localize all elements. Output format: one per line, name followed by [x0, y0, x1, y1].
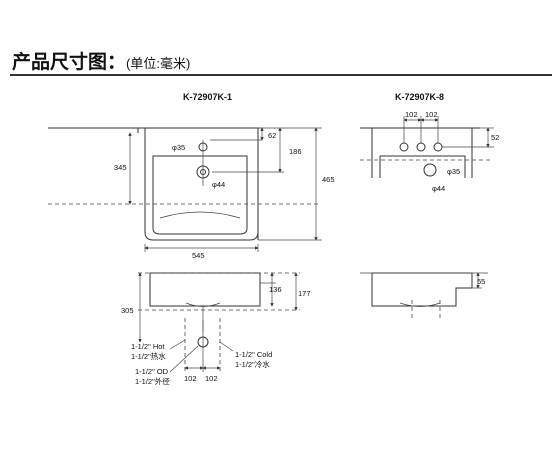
cold-supply-label-en: 1-1/2" Cold	[235, 350, 272, 359]
dim-186: 186	[289, 147, 302, 156]
faucet-hole-label: φ35	[172, 143, 185, 152]
model-label-right: K-72907K-8	[395, 92, 444, 102]
basin-elevation-right	[360, 272, 488, 318]
drain-hole-label: φ44	[212, 180, 225, 189]
drain-hole-icon	[423, 163, 437, 177]
hot-supply-label-cn: 1-1/2"热水	[131, 351, 166, 361]
drain-hole-label-right: φ44	[432, 184, 445, 193]
tap-hole-label-right: φ35	[447, 167, 460, 176]
dim-102-c: 102	[184, 374, 197, 383]
cold-supply-label-cn: 1-1/2"冷水	[235, 359, 270, 369]
dim-102-d: 102	[205, 374, 218, 383]
dim-62: 62	[268, 131, 276, 140]
unit-note: (单位:毫米)	[126, 56, 191, 71]
dim-102-a: 102	[405, 110, 418, 119]
dim-136: 136	[269, 285, 282, 294]
basin-plan-left	[48, 127, 320, 241]
dim-545: 545	[192, 251, 205, 260]
dim-177: 177	[298, 289, 311, 298]
faucet-center-hole-icon	[416, 142, 426, 152]
page-title: 产品尺寸图：(单位:毫米)	[12, 47, 190, 74]
outer-diameter-label-en: 1-1/2" OD	[135, 367, 169, 376]
title-text: 产品尺寸图：	[12, 52, 127, 73]
dim-305: 305	[121, 306, 134, 315]
dim-345: 345	[114, 163, 127, 172]
dim-55: 55	[477, 277, 485, 286]
title-divider	[10, 74, 552, 76]
dim-465: 465	[322, 175, 335, 184]
model-label-left: K-72907K-1	[183, 92, 232, 102]
hot-supply-label-en: 1-1/2" Hot	[131, 342, 165, 351]
basin-plan-right	[360, 116, 490, 178]
hot-hole-icon	[399, 142, 409, 152]
cold-hole-icon	[433, 142, 443, 152]
dim-52: 52	[491, 133, 499, 142]
dim-102-b: 102	[425, 110, 438, 119]
outer-diameter-label-cn: 1-1/2"外径	[135, 376, 170, 386]
